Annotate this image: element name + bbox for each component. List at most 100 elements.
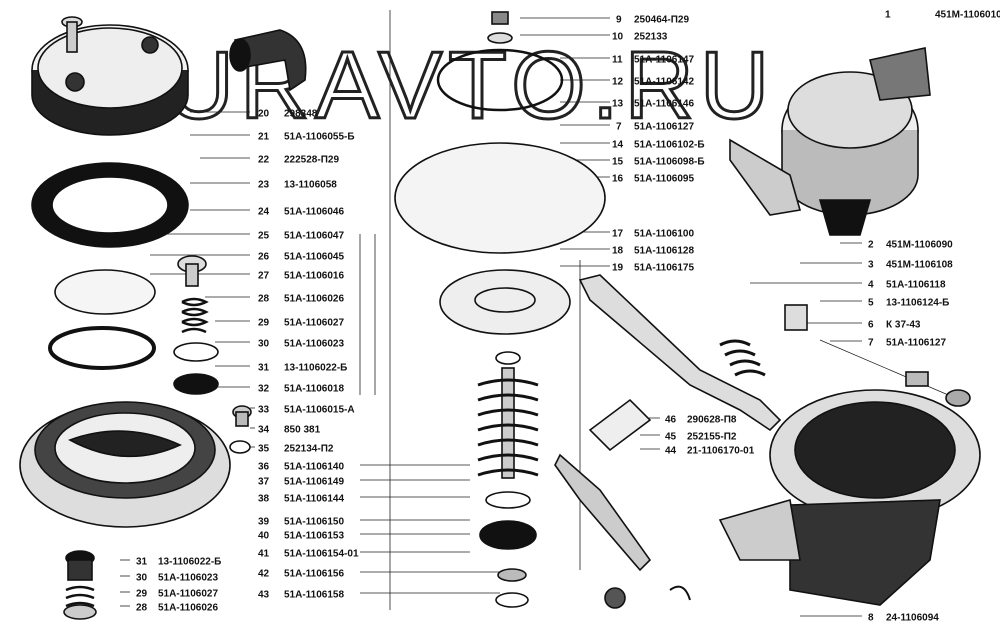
part-code: 51A-1106140 xyxy=(284,462,344,473)
part-number: 26 xyxy=(258,252,270,263)
part-code: 252134-П2 xyxy=(284,444,334,455)
part-code: 51A-1106127 xyxy=(634,122,694,133)
part-number: 43 xyxy=(258,590,270,601)
part-number: 16 xyxy=(612,174,624,185)
lever-part xyxy=(554,274,808,609)
part-code: 51A-1106027 xyxy=(284,318,344,329)
part-number: 46 xyxy=(665,415,677,426)
screw-part xyxy=(61,16,83,53)
part-number: 31 xyxy=(258,363,270,374)
part-label: 19 51A-1106175 xyxy=(612,263,694,274)
part-code: 51A-1106175 xyxy=(634,263,694,274)
part-code: 451M-1106010-30 xyxy=(935,10,1000,21)
part-number: 27 xyxy=(258,271,270,282)
part-label: 38 51A-1106144 xyxy=(258,494,344,505)
part-number: 35 xyxy=(258,444,270,455)
part-code: 51A-1106015-А xyxy=(284,405,355,416)
part-number: 2 xyxy=(868,240,874,251)
part-code: 51A-1106147 xyxy=(634,55,694,66)
part-number: 10 xyxy=(612,32,624,43)
part-number: 23 xyxy=(258,180,270,191)
part-number: 41 xyxy=(258,549,270,560)
part-code: 51A-1106128 xyxy=(634,246,694,257)
ring-part xyxy=(48,326,156,370)
part-number: 5 xyxy=(868,298,874,309)
part-label: 29 51A-1106027 xyxy=(258,318,344,329)
part-number: 25 xyxy=(258,231,270,242)
watermark: ZURAVTO.RU xyxy=(100,32,775,139)
part-code: 51A-1106158 xyxy=(284,590,344,601)
part-code: 51A-1106142 xyxy=(634,77,694,88)
part-code: 298348 xyxy=(284,109,318,120)
part-number: 40 xyxy=(258,531,270,542)
part-number: 30 xyxy=(136,573,148,584)
pump-assembly-part xyxy=(729,47,931,236)
part-number: 28 xyxy=(136,603,148,614)
part-code: 51A-1106046 xyxy=(284,207,344,218)
part-number: 17 xyxy=(612,229,624,240)
part-label: 33 51A-1106015-А xyxy=(258,405,355,416)
part-code: 51A-1106156 xyxy=(284,569,344,580)
part-number: 9 xyxy=(616,15,622,26)
part-number: 32 xyxy=(258,384,270,395)
part-code: 51A-1106023 xyxy=(158,573,218,584)
part-number: 28 xyxy=(258,294,270,305)
part-label: 43 51A-1106158 xyxy=(258,590,344,601)
part-code: К 37-43 xyxy=(886,320,921,331)
leader-lines xyxy=(120,10,961,617)
part-number: 44 xyxy=(665,446,677,457)
part-code: 51A-1106150 xyxy=(284,517,344,528)
part-code: 51A-1106118 xyxy=(886,280,946,291)
part-label-list: 1451M-1106010-302451M-11060903451M-11061… xyxy=(136,10,1000,624)
part-number: 19 xyxy=(612,263,624,274)
part-number: 6 xyxy=(868,320,874,331)
cover-part xyxy=(31,24,189,136)
part-code: 252155-П2 xyxy=(687,432,737,443)
part-label: 6 К 37-43 xyxy=(868,320,921,331)
part-code: 51A-1106144 xyxy=(284,494,344,505)
part-code: 51A-1106016 xyxy=(284,271,344,282)
part-code: 51A-1106047 xyxy=(284,231,344,242)
part-number: 29 xyxy=(258,318,270,329)
part-label: 35 252134-П2 xyxy=(258,444,334,455)
part-label: 9 250464-П29 xyxy=(616,15,689,26)
part-number: 30 xyxy=(258,339,270,350)
part-code: 850 381 xyxy=(284,425,321,436)
part-number: 8 xyxy=(868,613,874,624)
part-label: 11 51A-1106147 xyxy=(612,55,694,66)
part-code: 250464-П29 xyxy=(634,15,689,26)
part-code: 51A-1106027 xyxy=(158,589,218,600)
part-number: 33 xyxy=(258,405,270,416)
valve-stack-part xyxy=(173,255,219,395)
part-number: 34 xyxy=(258,425,270,436)
part-number: 11 xyxy=(612,55,623,66)
part-code: 51A-1106026 xyxy=(158,603,218,614)
part-code: 51A-1106149 xyxy=(284,477,344,488)
part-label: 30 51A-1106023 xyxy=(136,573,218,584)
gasket-part xyxy=(31,162,189,248)
part-code: 451M-1106090 xyxy=(886,240,953,251)
part-label: 30 51A-1106023 xyxy=(258,339,344,350)
part-number: 45 xyxy=(665,432,677,443)
part-number: 7 xyxy=(868,338,874,349)
part-code: 51A-1106100 xyxy=(634,229,694,240)
part-number: 38 xyxy=(258,494,270,505)
part-code: 51A-1106023 xyxy=(284,339,344,350)
spring-assembly-part xyxy=(477,351,539,608)
